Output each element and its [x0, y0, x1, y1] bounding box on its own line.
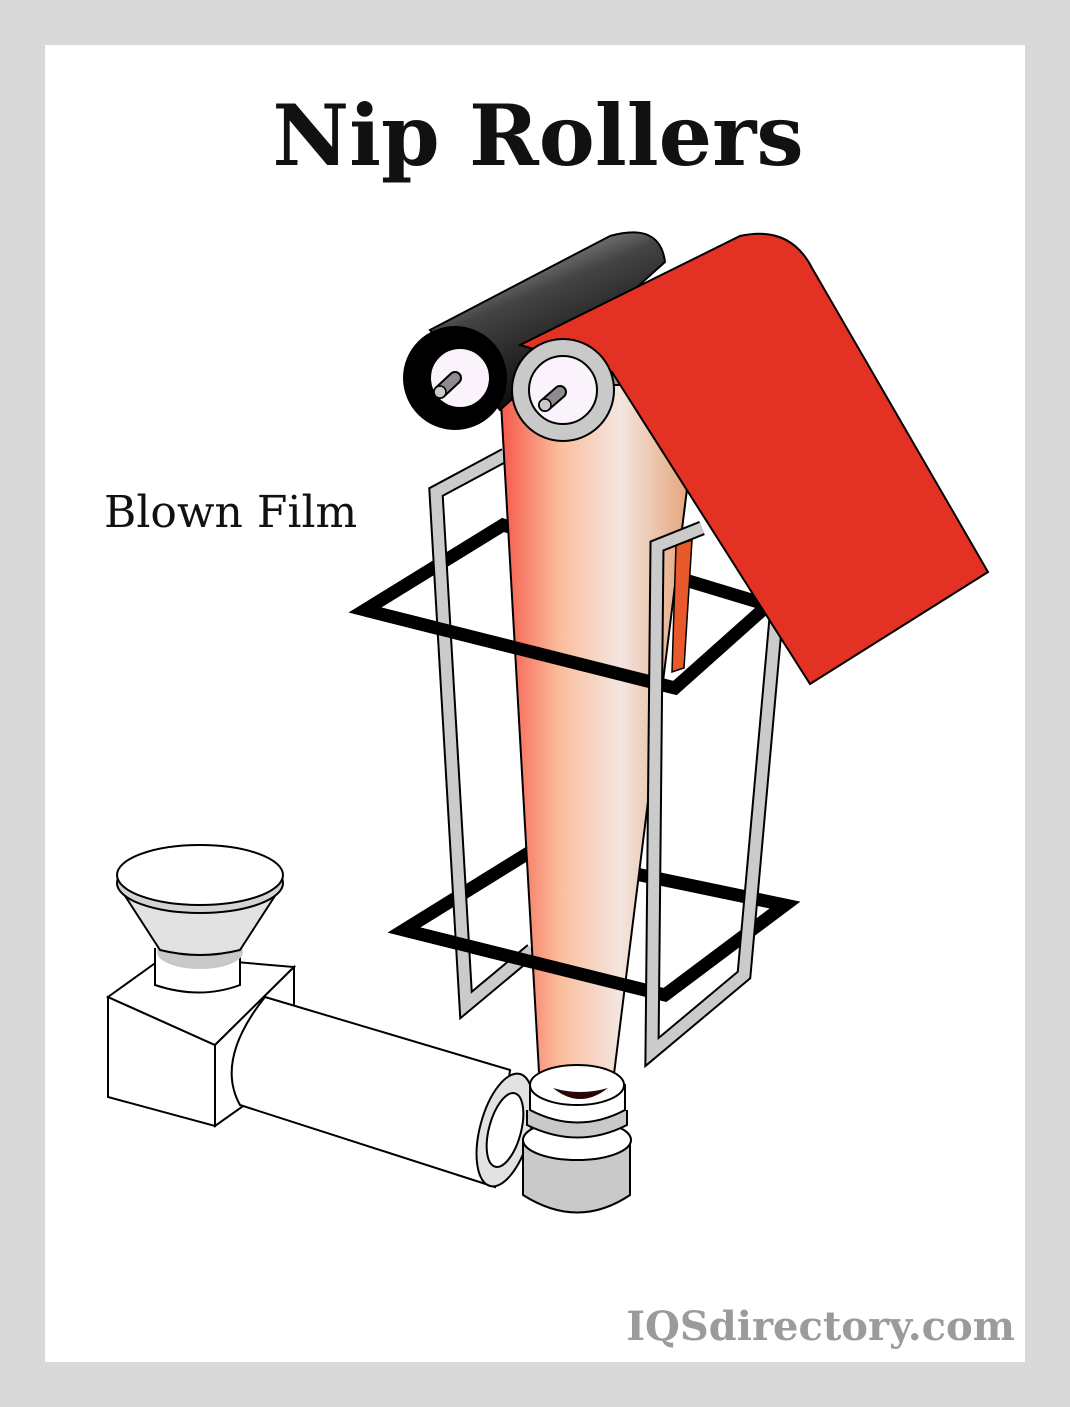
extruder [106, 844, 632, 1214]
left-frame [428, 448, 537, 1021]
extruder-barrel [230, 995, 535, 1189]
blown-film-label: Blown Film [104, 487, 357, 538]
flattened-film [517, 232, 990, 686]
silver-nip-roller [511, 338, 615, 442]
hopper [116, 844, 284, 994]
watermark: IQSdirectory.com [626, 1303, 1015, 1350]
right-frame [644, 521, 784, 1069]
silver-roller-shaft-icon [538, 385, 567, 412]
bubble-inner-fold [671, 538, 693, 674]
black-nip-roller [403, 231, 667, 430]
diagram-title: Nip Rollers [272, 86, 803, 185]
extrusion-die [522, 1064, 632, 1214]
upper-ring-front [363, 603, 677, 695]
lower-ring-front [402, 923, 667, 1002]
black-roller-shaft-icon [433, 371, 462, 399]
